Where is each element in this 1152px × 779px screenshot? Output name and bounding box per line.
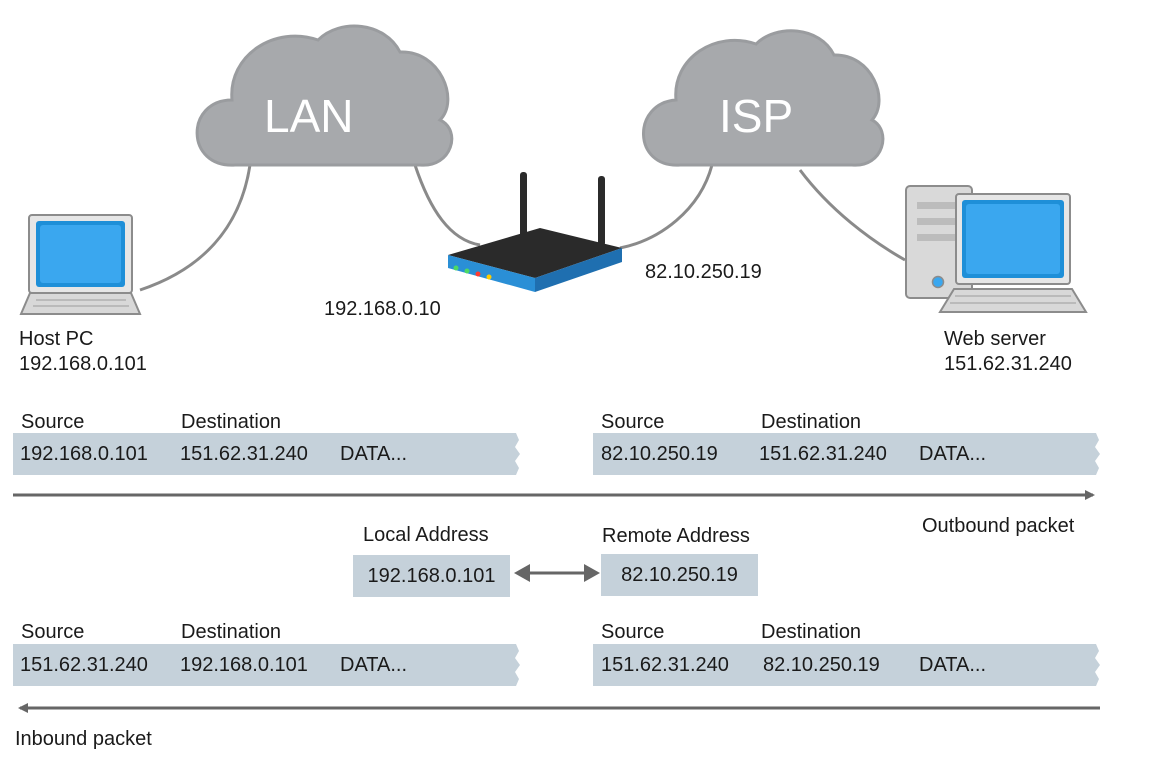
inbound-lan-packet: 151.62.31.240 192.168.0.101 DATA...: [13, 644, 523, 686]
link-isp-server: [798, 169, 906, 262]
remote-address-value: 82.10.250.19: [621, 564, 738, 586]
inbound-wan-packet: 151.62.31.240 82.10.250.19 DATA...: [593, 644, 1103, 686]
packet-source-value: 151.62.31.240: [20, 654, 148, 676]
host-name: Host PC: [19, 328, 94, 350]
remote-address-label: Remote Address: [602, 525, 750, 547]
desktop-computer-icon: [905, 185, 1088, 313]
lan-cloud-label: LAN: [264, 90, 354, 142]
server-name: Web server: [944, 328, 1046, 350]
inbound-packet-label: Inbound packet: [15, 728, 152, 750]
inbound-lan-dest-label: Destination: [181, 621, 282, 643]
local-address-box: 192.168.0.101: [353, 555, 510, 597]
inbound-wan-dest-label: Destination: [761, 621, 862, 643]
outbound-lan-packet: 192.168.0.101 151.62.31.240 DATA...: [13, 433, 523, 475]
packet-source-value: 192.168.0.101: [20, 443, 148, 465]
inbound-lan-source-label: Source: [21, 621, 85, 643]
packet-data-value: DATA...: [340, 654, 408, 676]
packet-dest-value: 82.10.250.19: [763, 654, 880, 676]
outbound-wan-source-label: Source: [601, 411, 665, 433]
inbound-wan-source-label: Source: [601, 621, 665, 643]
isp-cloud-label: ISP: [719, 90, 794, 142]
packet-dest-value: 151.62.31.240: [180, 443, 308, 465]
remote-address-box: 82.10.250.19: [601, 554, 758, 596]
packet-source-value: 151.62.31.240: [601, 654, 729, 676]
packet-source-value: 82.10.250.19: [601, 443, 718, 465]
server-ip: 151.62.31.240: [944, 353, 1072, 375]
router-lan-ip: 192.168.0.10: [324, 298, 441, 320]
host-ip: 192.168.0.101: [19, 353, 147, 375]
outbound-lan-dest-label: Destination: [181, 411, 282, 433]
packet-data-value: DATA...: [919, 654, 987, 676]
nat-mapping-arrow: [514, 564, 600, 582]
outbound-lan-source-label: Source: [21, 411, 85, 433]
lan-cloud-icon: [195, 24, 454, 167]
outbound-packet-label: Outbound packet: [922, 515, 1075, 537]
link-host-lan: [139, 164, 252, 292]
packet-dest-value: 192.168.0.101: [180, 654, 308, 676]
link-router-isp: [619, 164, 714, 250]
router-icon: [448, 172, 622, 292]
router-wan-ip: 82.10.250.19: [645, 261, 762, 283]
laptop-icon: [19, 214, 142, 315]
outbound-wan-dest-label: Destination: [761, 411, 862, 433]
packet-data-value: DATA...: [919, 443, 987, 465]
outbound-wan-packet: 82.10.250.19 151.62.31.240 DATA...: [593, 433, 1103, 475]
packet-dest-value: 151.62.31.240: [759, 443, 887, 465]
link-lan-router: [413, 164, 481, 247]
local-address-value: 192.168.0.101: [367, 565, 496, 587]
local-address-label: Local Address: [363, 524, 489, 546]
isp-cloud-icon: [642, 29, 885, 167]
packet-data-value: DATA...: [340, 443, 408, 465]
